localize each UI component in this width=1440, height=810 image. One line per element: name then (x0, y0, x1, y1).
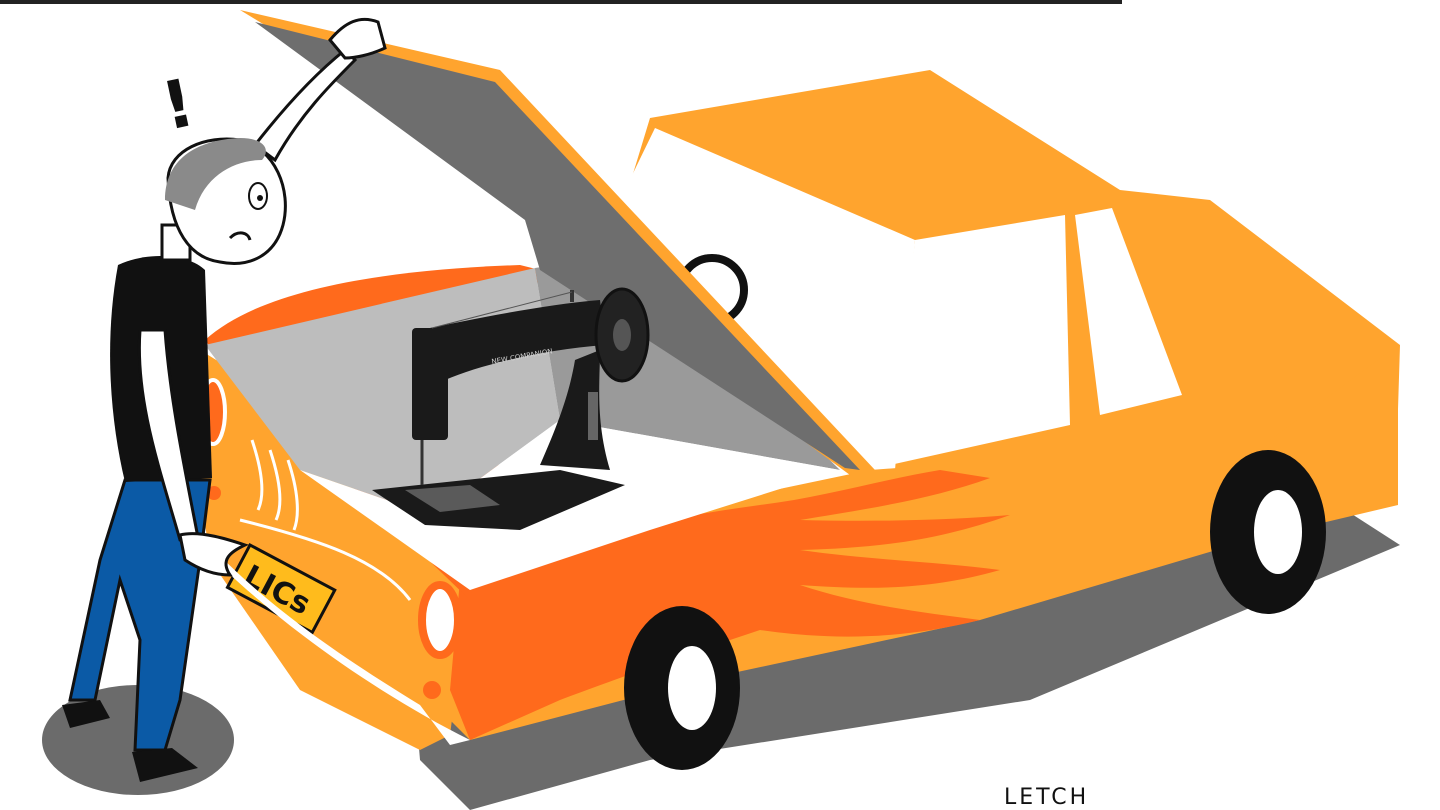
car-rear-window (620, 128, 915, 470)
man-shoe-left (62, 700, 110, 728)
top-rule-line (0, 0, 1122, 4)
license-plate-board (225, 542, 337, 635)
exclamation-mark: ! (155, 64, 200, 146)
sewing-machine-slide (588, 392, 598, 440)
car-side-window-rear (1075, 208, 1182, 415)
rear-grille (239, 439, 412, 601)
car-wheel-rear (1210, 450, 1326, 614)
artist-signature: LETCH (1004, 785, 1089, 810)
sewing-machine-base (372, 470, 625, 530)
man-hand-down (178, 532, 250, 577)
sewing-machine-head (412, 328, 448, 440)
car: LICs (195, 10, 1400, 770)
man-hair (165, 138, 266, 210)
sewing-machine-arm (420, 300, 605, 380)
sewing-machine-needle-plate (405, 485, 500, 512)
man-arm-raised (252, 47, 358, 163)
car-side-window-front (890, 215, 1070, 465)
man-pupil (257, 195, 263, 201)
reflector-left (207, 486, 221, 500)
man-mouth (228, 231, 252, 241)
man-hand-raised (328, 17, 387, 60)
man-shoe-right (132, 748, 198, 782)
car-wheel-front (624, 606, 740, 770)
trunk-lid-inner (255, 22, 860, 470)
car-rear-panel (195, 350, 470, 750)
reflector-right (423, 681, 441, 699)
sewing-machine-handwheel-hub (613, 319, 631, 351)
sewing-machine: NEW COMPANION (372, 287, 650, 530)
sewing-machine-thread (431, 291, 573, 329)
tail-light-lower (418, 581, 462, 659)
